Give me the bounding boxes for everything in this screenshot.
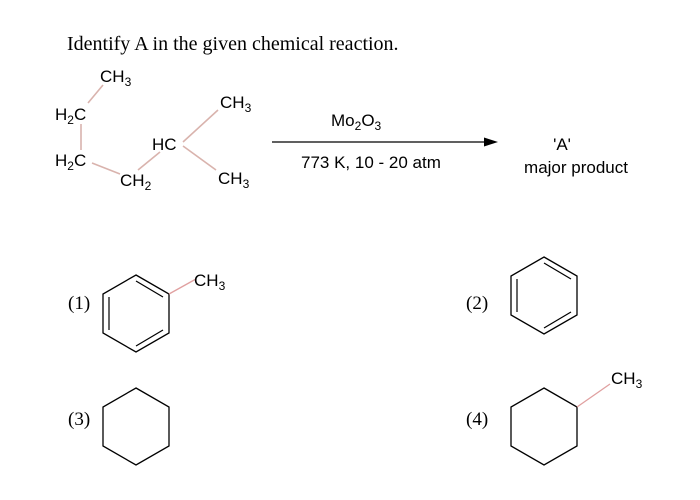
reaction-arrow <box>272 137 498 147</box>
bond-ch2-hc <box>137 151 161 171</box>
option-4-ch3: CH3 <box>611 369 643 391</box>
reactant-h2c-upper: H2C <box>55 105 86 127</box>
option-1-number: (1) <box>68 293 90 314</box>
bond-hc-ch3-top <box>182 109 219 143</box>
reactant-hc: HC <box>152 135 177 154</box>
option-1-toluene: CH3 <box>102 271 226 353</box>
option-4-methylcyclohexane: CH3 <box>510 369 643 466</box>
option-1-ch3: CH3 <box>194 271 226 293</box>
conditions-label: 773 K, 10 - 20 atm <box>301 153 441 172</box>
product-label: 'A' <box>553 135 571 154</box>
product-description: major product <box>524 158 628 177</box>
reactant-h2c-lower: H2C <box>55 151 86 173</box>
option-2-number: (2) <box>466 293 488 314</box>
reactant-ch3-right-bottom: CH3 <box>218 169 250 191</box>
reactant-structure: CH3 H2C H2C HC CH2 CH3 CH3 <box>55 67 252 193</box>
reactant-ch3-right-top: CH3 <box>220 93 252 115</box>
question-text: Identify A in the given chemical reactio… <box>67 33 399 55</box>
option-3-number: (3) <box>68 409 90 430</box>
option-2-benzene <box>510 256 578 335</box>
bond-ch3-h2c <box>87 84 104 104</box>
reactant-ch2: CH2 <box>120 171 152 193</box>
option-4-number: (4) <box>466 409 488 430</box>
bond-h2c-ch2 <box>91 162 121 175</box>
option-3-cyclohexane <box>102 387 170 466</box>
bond-hc-ch3-bottom <box>182 145 217 171</box>
reagent-label: Mo2O3 <box>331 111 382 133</box>
reactant-ch3-top: CH3 <box>100 67 132 89</box>
